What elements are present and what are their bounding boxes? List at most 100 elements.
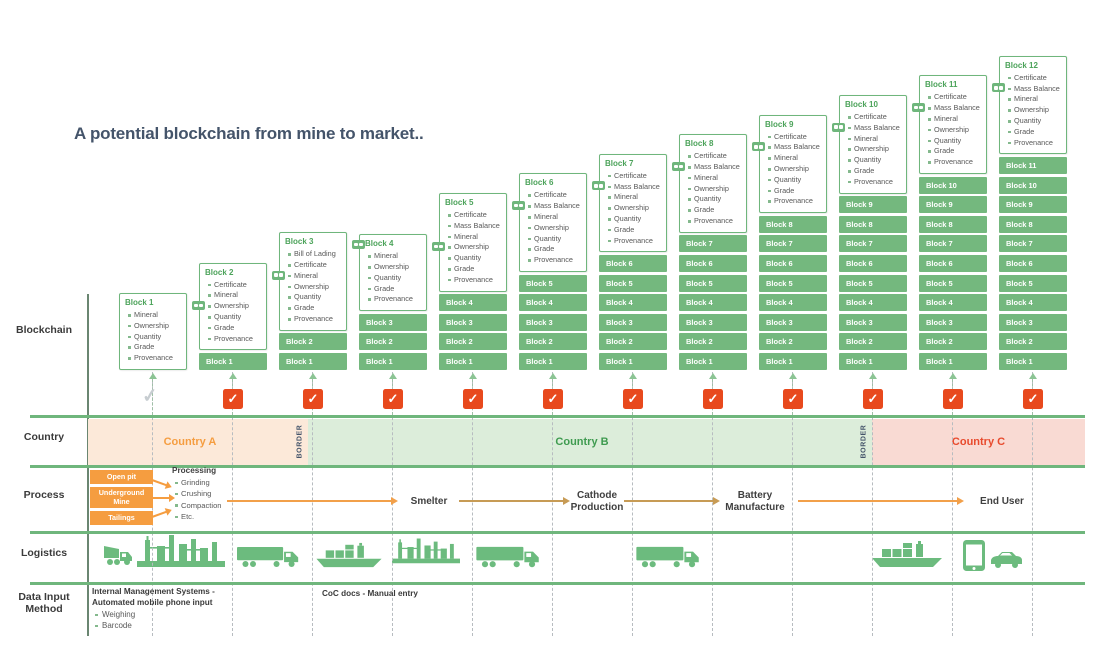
up-arrow-head — [548, 373, 557, 379]
block-card-item: Ownership — [528, 223, 584, 234]
block-card-item: Mass Balance — [1008, 84, 1064, 95]
chain-block: Block 1 — [999, 353, 1067, 370]
chain-block: Block 3 — [679, 313, 747, 331]
block-card-item: Mineral — [448, 232, 504, 243]
column-dashed-line — [312, 372, 313, 636]
chain-link-dot — [274, 273, 278, 277]
up-arrow-head — [468, 373, 477, 379]
column-dashed-line — [792, 372, 793, 636]
chain-block: Block 6 — [599, 255, 667, 273]
chain-link-dot — [519, 203, 523, 208]
block-card-item: Mass Balance — [928, 103, 984, 114]
chain-link-dot — [279, 273, 283, 277]
chain-block: Block 5 — [519, 274, 587, 292]
chain-link-dot — [594, 184, 598, 188]
up-arrow-head — [1028, 373, 1037, 379]
block-card-item: Certificate — [448, 210, 504, 221]
arrow-processing-to-smelter — [227, 496, 398, 505]
column-dashed-line — [552, 372, 553, 636]
chain-block: Block 1 — [199, 353, 267, 370]
chain-block: Block 2 — [919, 333, 987, 351]
block-card-item: Mass Balance — [768, 142, 824, 153]
block-card-item: Ownership — [448, 242, 504, 253]
chain-block: Block 10 — [999, 176, 1067, 194]
block-card-title: Block 3 — [285, 237, 314, 247]
chain-block: Block 4 — [679, 294, 747, 312]
chain-block: Block 2 — [599, 333, 667, 351]
verified-check-icon: ✓ — [943, 389, 963, 409]
processing-plant-icon — [137, 534, 225, 567]
chain-block: Block 7 — [919, 235, 987, 253]
block-card-item: Provenance — [608, 236, 664, 247]
ims-item: Barcode — [95, 620, 242, 631]
block-card-item: Mineral — [688, 173, 744, 184]
block-card-title: Block 1 — [125, 298, 154, 308]
block-card-item: Provenance — [528, 255, 584, 266]
country-a-band: Country A — [88, 418, 292, 465]
data-input-ims: Internal Management Systems - Automated … — [92, 587, 242, 631]
chain-block: Block 9 — [919, 196, 987, 214]
chain-link-dot — [754, 145, 758, 149]
block-card-item: Ownership — [128, 321, 184, 332]
arrow-open-pit-to-processing — [151, 479, 168, 487]
chain-block: Block 2 — [439, 333, 507, 351]
arrow-underground-to-processing — [152, 494, 175, 502]
chain-link-dot — [514, 203, 518, 208]
block-card-item: Grade — [848, 166, 904, 177]
row-divider — [30, 530, 1085, 534]
chain-link-dot — [919, 105, 923, 110]
chain-block: Block 5 — [599, 274, 667, 292]
arrow-battery-to-end-user — [798, 496, 964, 505]
ims-title-line2: Automated mobile phone input — [92, 597, 213, 607]
row-divider — [30, 464, 1085, 468]
chain-block: Block 4 — [519, 294, 587, 312]
block-card-item: Mass Balance — [448, 221, 504, 232]
chain-block: Block 10 — [919, 176, 987, 194]
cargo-ship-icon — [313, 542, 385, 569]
processing-item: Grinding — [175, 477, 244, 488]
block-card-item: Quantity — [448, 253, 504, 264]
verified-check-icon: ✓ — [1023, 389, 1043, 409]
border-strip-1: BORDER — [292, 418, 308, 465]
chain-block: Block 5 — [759, 274, 827, 292]
ims-items: Weighing Barcode — [92, 609, 242, 631]
up-arrow-head — [708, 373, 717, 379]
chain-block: Block 1 — [839, 353, 907, 370]
chain-block: Block 3 — [439, 313, 507, 331]
block-card-item: Ownership — [208, 301, 264, 312]
chain-block: Block 8 — [759, 215, 827, 233]
verified-check-icon: ✓ — [463, 389, 483, 409]
block-card-item: Quantity — [848, 155, 904, 166]
block-card-item: Quantity — [1008, 116, 1064, 127]
block-card-item: Quantity — [608, 214, 664, 225]
block-card-item: Mineral — [848, 134, 904, 145]
chain-block: Block 6 — [919, 255, 987, 273]
verified-check-icon: ✓ — [383, 389, 403, 409]
chain-block: Block 3 — [599, 313, 667, 331]
block-card-item: Mineral — [928, 114, 984, 125]
chain-block: Block 1 — [599, 353, 667, 370]
processing-item: Etc. — [175, 511, 244, 522]
chain-link-icon — [592, 181, 605, 191]
chain-link-dot — [759, 145, 763, 149]
chain-block: Block 1 — [439, 353, 507, 370]
arrow-tailings-to-processing — [151, 510, 168, 518]
row-label-process: Process — [23, 489, 65, 501]
chain-link-dot — [679, 164, 683, 169]
page-title: A potential blockchain from mine to mark… — [74, 124, 424, 143]
chain-block: Block 3 — [839, 313, 907, 331]
chain-block: Block 5 — [999, 274, 1067, 292]
ims-item: Weighing — [95, 609, 242, 620]
